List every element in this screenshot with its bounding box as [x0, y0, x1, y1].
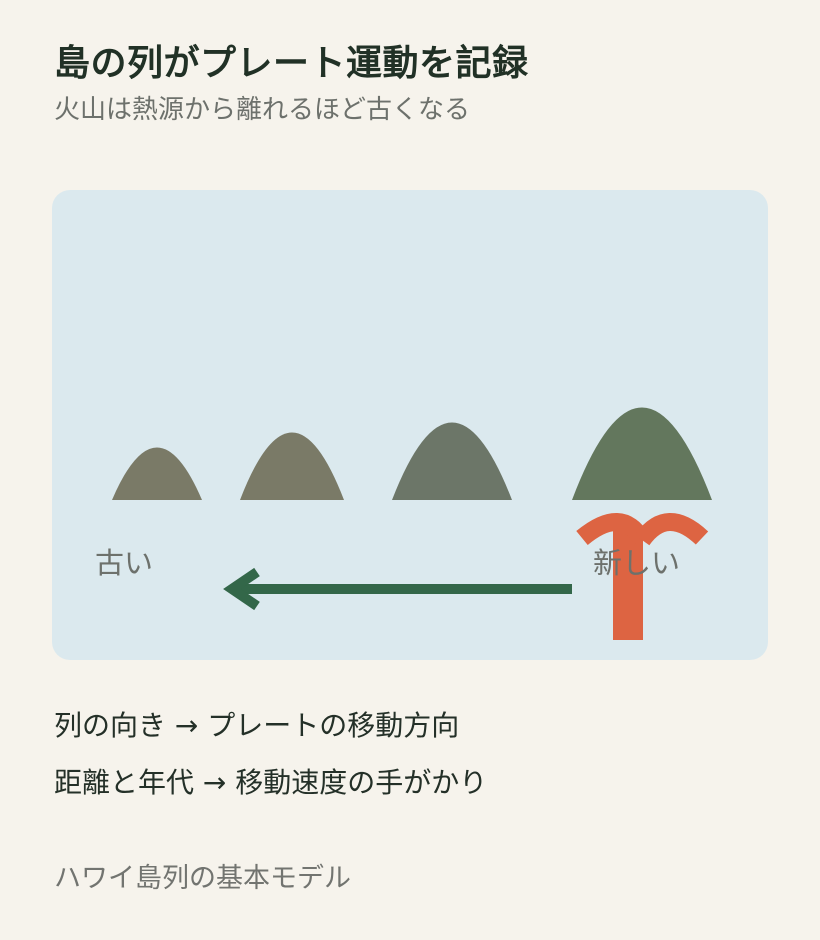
model-caption: ハワイ島列の基本モデル — [54, 863, 351, 894]
plate-direction-note: 列の向き → プレートの移動方向 — [54, 709, 460, 742]
oldest-volcanic-island — [112, 447, 202, 500]
plate-motion-arrow — [223, 567, 572, 611]
hotspot-diagram-panel: 古い 新しい — [52, 190, 768, 660]
newest-volcanic-island — [572, 407, 712, 500]
hotspot-plume-icon — [576, 513, 709, 640]
page-title: 島の列がプレート運動を記録 — [54, 43, 529, 84]
older-volcanic-island — [240, 432, 344, 500]
new-label: 新しい — [593, 546, 681, 580]
middle-volcanic-island — [392, 422, 512, 500]
plate-speed-note: 距離と年代 → 移動速度の手がかり — [54, 766, 488, 799]
old-label: 古い — [95, 546, 154, 580]
page-subtitle: 火山は熱源から離れるほど古くなる — [54, 95, 471, 125]
hotspot-diagram — [112, 407, 712, 640]
